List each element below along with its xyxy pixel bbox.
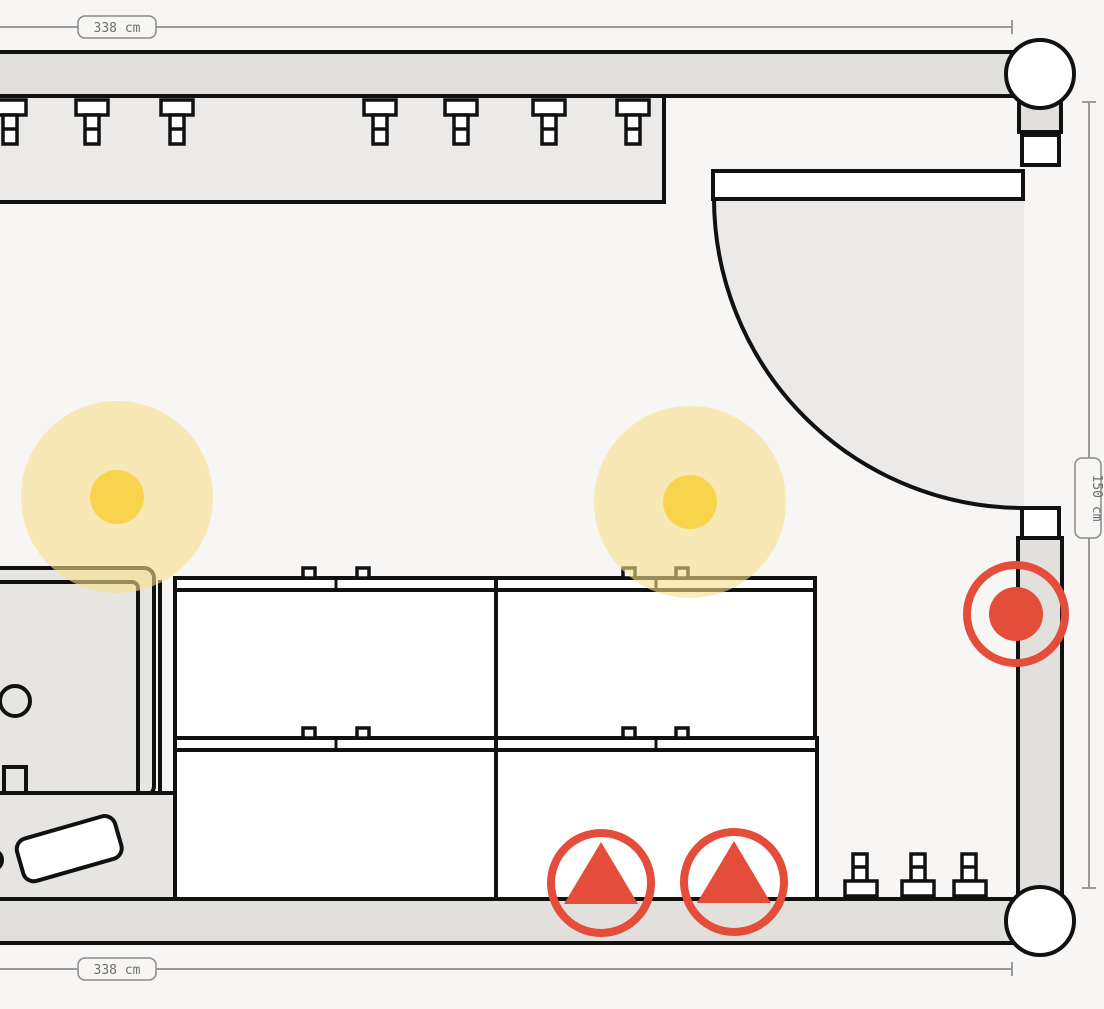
fixture-icon <box>952 852 988 898</box>
fixture-icon <box>843 852 879 898</box>
fixture-icon <box>900 852 936 898</box>
cabinet-handle <box>621 726 637 740</box>
knob-icon <box>0 851 4 869</box>
drain-icon <box>2 765 28 795</box>
cabinet-handle <box>355 566 371 580</box>
red-outlet-icon[interactable] <box>963 561 1069 667</box>
door-jamb-top <box>1020 133 1061 167</box>
light-spot-icon[interactable] <box>21 401 213 593</box>
cabinet-handle <box>301 726 317 740</box>
faucet-icon <box>0 684 32 718</box>
sink-unit <box>0 566 177 901</box>
bottom-wall <box>0 897 1044 945</box>
hook-icon <box>74 98 110 146</box>
hook-icon <box>531 98 567 146</box>
dimension-right-label: 150 cm <box>1089 475 1104 522</box>
bottom-fixtures <box>843 852 988 898</box>
light-spot-icon[interactable] <box>594 406 786 598</box>
cabinet-handle <box>674 726 690 740</box>
door[interactable] <box>711 169 1025 510</box>
cabinet-handle <box>301 566 317 580</box>
hook-icon <box>362 98 398 146</box>
hook-icon <box>443 98 479 146</box>
dimension-top: 338 cm <box>0 15 1013 39</box>
door-jamb-bottom <box>1020 506 1061 540</box>
red-triangle-icon[interactable] <box>547 829 655 937</box>
round-pillar-icon <box>1004 38 1076 110</box>
dimension-right: 150 cm <box>1074 101 1104 889</box>
dimension-bottom: 338 cm <box>0 957 1013 981</box>
top-wall <box>0 50 1044 98</box>
door-leaf[interactable] <box>711 169 1025 201</box>
hook-icon <box>0 98 28 146</box>
hook-row <box>0 98 651 146</box>
hook-icon <box>615 98 651 146</box>
cabinet-handle <box>355 726 371 740</box>
dimension-bottom-label: 338 cm <box>94 963 141 978</box>
dimension-top-label: 338 cm <box>94 21 141 36</box>
red-triangle-icon[interactable] <box>680 828 788 936</box>
hook-icon <box>159 98 195 146</box>
cabinet-block <box>173 566 819 901</box>
round-pillar-icon <box>1004 885 1076 957</box>
cutting-board-icon <box>14 814 124 884</box>
top-counter <box>0 94 666 204</box>
